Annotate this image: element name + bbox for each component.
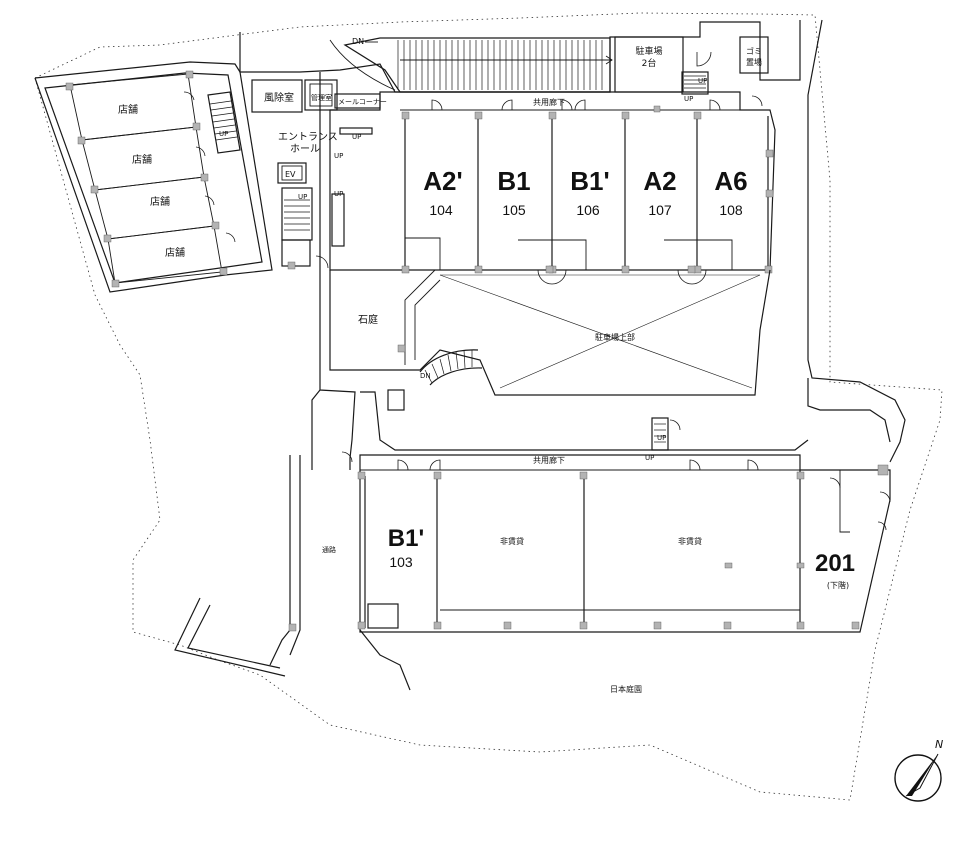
courtyard: 石庭 駐車場上部 DN [329,269,771,411]
parking-up-label: UP [698,77,707,85]
spiral-dn-label: DN [420,372,431,380]
garbage-label-line2: 置場 [746,57,762,67]
unit-107-type: A2 [643,166,676,196]
parking-area: 駐車場 2台 ゴミ 置場 UP UP [614,36,769,103]
corridor-stair-up-label-2: UP [645,454,654,462]
lower-wing: 共用廊下 [288,417,891,633]
entrance-stair-up-label: UP [298,193,307,201]
unit-104-number: 104 [429,202,453,218]
entrance-block: 風除室 管理室 メールコーナー エントランス ホール EV UP UP UP U… [251,79,387,270]
parking-count-label: 2台 [642,57,657,69]
unit-106-type: B1' [570,166,609,196]
japanese-garden-label: 日本庭園 [610,684,642,694]
mail-corner-label: メールコーナー [338,98,387,106]
hall-up-label-3: UP [352,133,361,141]
parking-above-label: 駐車場上部 [595,332,635,342]
stone-garden-label: 石庭 [358,313,378,326]
upper-corridor-label: 共用廊下 [533,97,565,107]
ramp: DN [329,37,613,93]
unit-108-number: 108 [719,202,743,218]
shop-label-4: 店舗 [165,246,185,259]
north-label: N [935,738,943,751]
shop-label-3: 店舗 [150,195,170,208]
entrance-label: エントランス [278,131,338,143]
ev-label: EV [285,170,296,179]
corridor-stair-up-label-1: UP [657,434,666,442]
north-arrow-icon: N [894,738,943,802]
unit-103-type: B1' [388,525,424,552]
site-boundary [34,12,943,801]
manager-label: 管理室 [311,93,332,102]
hall-label: ホール [290,143,320,155]
ramp-dn-label: DN [352,37,364,46]
shop-label-2: 店舗 [132,153,152,166]
lower-corridor-label: 共用廊下 [533,455,565,465]
unit-107-number: 107 [648,202,672,218]
passage-label: 通路 [322,545,336,554]
non-rental-label-2: 非賃貸 [678,536,702,546]
unit-104-type: A2' [423,166,462,196]
hall-up-label-2: UP [334,190,343,198]
unit-106-number: 106 [576,202,600,218]
unit-105-number: 105 [502,202,526,218]
garbage-label-line1: ゴミ [746,46,762,56]
unit-105-type: B1 [497,166,530,196]
windbreak-label: 風除室 [264,91,294,104]
unit-108-type: A6 [714,166,747,196]
unit-103-number: 103 [389,554,413,570]
shop-label-1: 店舗 [118,103,138,116]
parking-label: 駐車場 [635,45,662,57]
parking-up-label-2: UP [684,95,693,103]
hall-up-label-1: UP [334,152,343,160]
shops-building: 店舗 店舗 店舗 店舗 UP [34,61,273,293]
unit-201-number: 201 [815,550,855,577]
site-outline [174,19,906,691]
unit-201-note: (下階) [827,580,849,590]
upper-wing: 共用廊下 [329,91,776,285]
non-rental-label-1: 非賃貸 [500,536,524,546]
shop-stair-up-label: UP [219,130,228,138]
